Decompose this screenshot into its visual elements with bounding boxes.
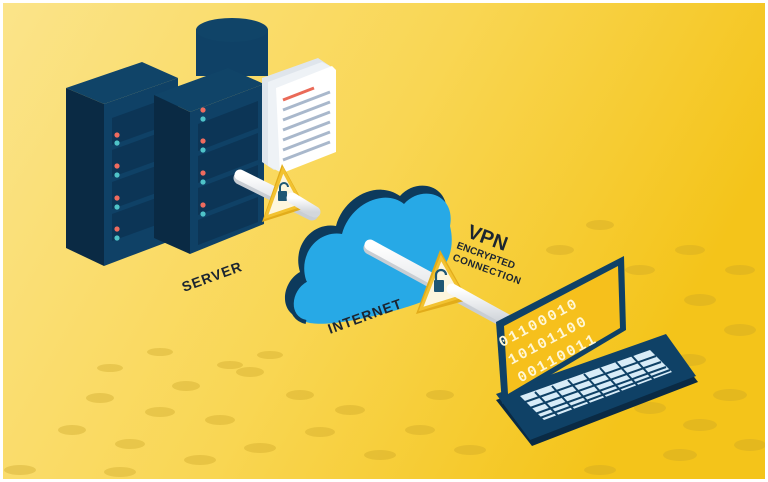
laptop-icon bbox=[496, 256, 698, 446]
warning-lock-icon bbox=[262, 164, 306, 222]
vpn-illustration: 01100010 10101100 00110011 SERVER INTERN… bbox=[3, 3, 765, 479]
warning-lock-icon bbox=[416, 250, 468, 314]
server-rack-icon bbox=[154, 18, 268, 254]
document-icon bbox=[262, 58, 336, 174]
dot-pattern bbox=[4, 220, 765, 477]
